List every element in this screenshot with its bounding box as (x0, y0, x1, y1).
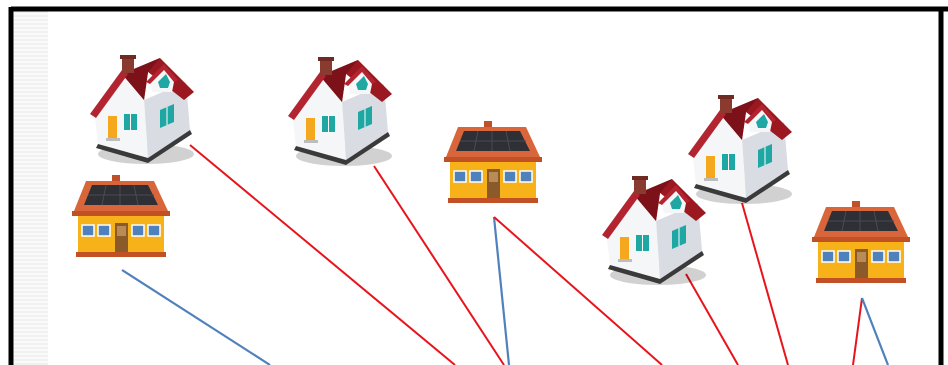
red-connection-line (853, 298, 862, 365)
red-connection-line (686, 274, 738, 365)
blue-connection-line (862, 298, 888, 365)
house-red-roof-cottage (602, 176, 706, 285)
house-solar-roof (444, 121, 542, 203)
house-solar-roof (812, 201, 910, 283)
blue-connection-line (494, 217, 509, 365)
red-connection-line (742, 203, 788, 365)
blue-connection-line (122, 270, 270, 365)
house-red-roof-cottage (288, 57, 392, 166)
house-solar-roof (72, 175, 170, 257)
house-red-roof-cottage (90, 55, 194, 164)
red-connection-line (190, 145, 455, 365)
house-red-roof-cottage (688, 95, 792, 204)
